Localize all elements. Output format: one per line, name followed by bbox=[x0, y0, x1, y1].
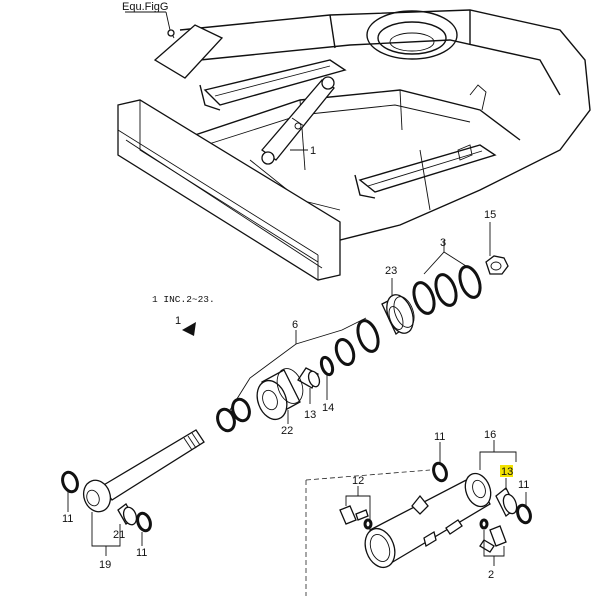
part-13-bushing bbox=[297, 367, 321, 389]
part-21-bushing bbox=[117, 503, 138, 526]
callout-13-middle: 13 bbox=[304, 409, 316, 421]
callout-1-arrow: 1 bbox=[175, 315, 181, 327]
callout-12: 12 bbox=[352, 475, 364, 487]
frame-assembly-illustration bbox=[117, 9, 591, 281]
callout-11-bottom: 11 bbox=[136, 547, 147, 559]
part-2-elbow-fitting bbox=[479, 525, 507, 553]
callout-14: 14 bbox=[322, 402, 334, 414]
part-14-ring bbox=[319, 355, 335, 377]
reference-box-label: Equ.FigG bbox=[122, 1, 168, 13]
part-19-piston-rod bbox=[82, 429, 205, 513]
part-11-ring-upper-right bbox=[432, 461, 448, 483]
dashed-boundary-top bbox=[305, 469, 431, 481]
part-15-nut bbox=[485, 255, 509, 275]
callout-19: 19 bbox=[99, 559, 111, 571]
callout-21: 21 bbox=[113, 529, 125, 541]
callout-13-highlighted: 13 bbox=[501, 466, 513, 478]
callout-6: 6 bbox=[292, 319, 298, 331]
part-12-ring bbox=[363, 518, 373, 530]
part-6-seal-group bbox=[216, 319, 380, 433]
part-11-ring-left bbox=[61, 470, 79, 494]
callout-16: 16 bbox=[484, 429, 496, 441]
callout-22: 22 bbox=[281, 425, 293, 437]
part-2-ring bbox=[479, 518, 489, 530]
direction-arrow-icon bbox=[182, 322, 196, 336]
assembly-note: 1 INC.2~23. bbox=[152, 294, 215, 305]
callout-23: 23 bbox=[385, 265, 397, 277]
part-13-bushing-right bbox=[495, 486, 518, 518]
part-22-gland bbox=[256, 368, 304, 421]
callout-15: 15 bbox=[484, 209, 496, 221]
callout-2: 2 bbox=[488, 569, 494, 581]
callout-3: 3 bbox=[440, 237, 446, 249]
part-3-seal-rings bbox=[412, 265, 482, 315]
callout-11-left: 11 bbox=[62, 513, 73, 525]
highlight-marker bbox=[500, 465, 513, 477]
part-16-cylinder-tube bbox=[364, 472, 492, 569]
part-11-ring-right bbox=[516, 503, 532, 525]
callout-11-upper-right: 11 bbox=[434, 431, 445, 443]
callout-1-top: 1 bbox=[310, 145, 316, 157]
part-11-ring-bottom bbox=[136, 511, 152, 533]
callout-11-right: 11 bbox=[518, 479, 529, 491]
part-23-piston bbox=[381, 294, 415, 336]
part-12-grease-fitting bbox=[339, 505, 369, 525]
